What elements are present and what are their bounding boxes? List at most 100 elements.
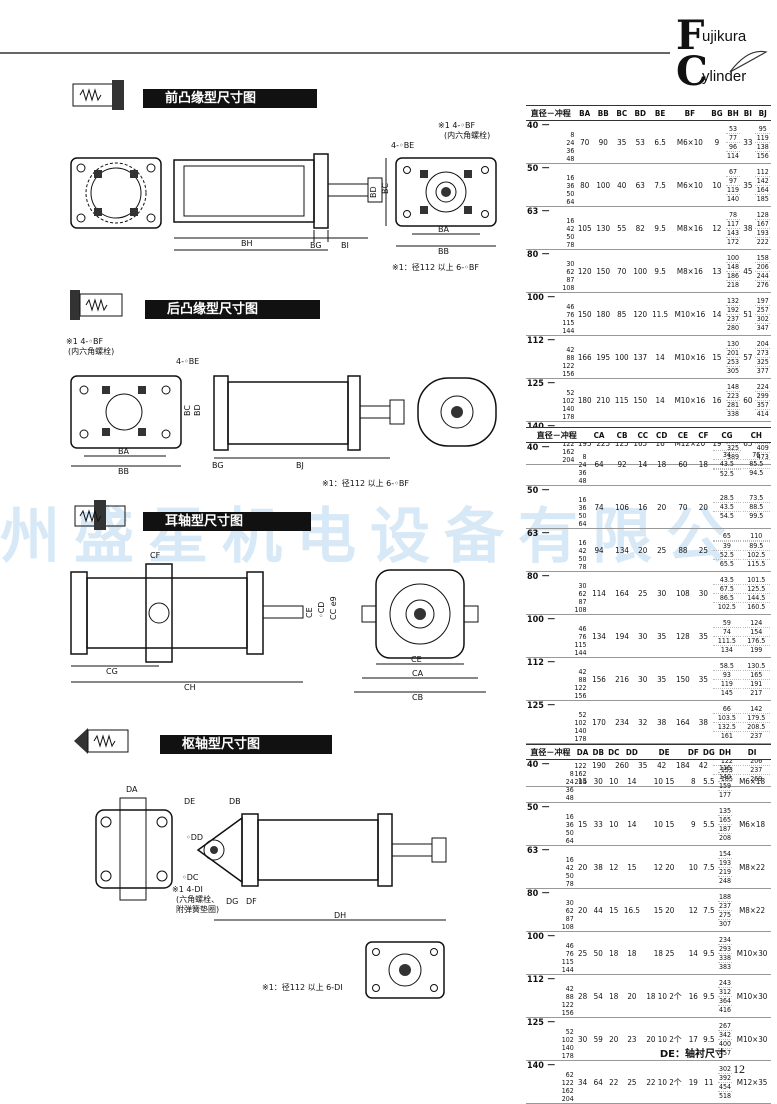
stacked-value: 187 (717, 824, 733, 834)
label-bf-note: ※1 4-◦BF (438, 121, 476, 130)
value-cell: 30 (633, 614, 652, 658)
stacked-value: 307 (719, 919, 732, 928)
value-cell: 180 (575, 378, 594, 422)
stacked-value: 177 (719, 790, 732, 799)
stacked-value: 58.5 (713, 662, 741, 671)
stacked-value: 145 (720, 688, 733, 697)
value-cell: 9 (709, 120, 725, 164)
value-cell: M8×22 (733, 888, 771, 932)
stroke-value: 36 (578, 504, 587, 512)
value-cell: 134 (587, 614, 611, 658)
value-cell: 10 15 (642, 802, 686, 846)
stacked-value: 86.5 (713, 594, 741, 603)
stacked-value: 338 (727, 409, 740, 418)
stacked-value: 197 (755, 296, 770, 306)
column-header: CA (587, 427, 611, 443)
stacked-value: 115.5 (747, 560, 766, 568)
value-cell: 164 (610, 571, 634, 615)
column-header: BF (670, 105, 710, 121)
stacked-value: 193 (717, 858, 733, 868)
stroke-value: 115 (561, 958, 574, 966)
fujikura-cylinder-logo: F ujikura C ylinder (672, 6, 772, 92)
value-cell: 70 (671, 485, 695, 529)
column-header: DA (574, 744, 591, 760)
value-cell: 70 (612, 249, 631, 293)
value-cell: 30 (590, 759, 607, 803)
stacked-value: 43.5 (713, 460, 741, 469)
stacked-value: 140 (727, 194, 740, 203)
value-cell: 130 (593, 206, 613, 250)
value-cell: 12 (685, 888, 701, 932)
stroke-value: 108 (561, 923, 574, 931)
stroke-value: 78 (566, 241, 575, 249)
stacked-value: 218 (727, 280, 740, 289)
stroke-value: 30 (566, 260, 575, 268)
dim-bb: BB (438, 247, 449, 256)
stroke-value: 50 (566, 190, 575, 198)
stacked-value: 357 (755, 400, 770, 410)
value-cell: 30 (694, 571, 713, 615)
dim-dc: ◦DC (182, 873, 199, 882)
stacked-value: 400 (717, 1039, 733, 1049)
value-cell: 33 (741, 120, 755, 164)
value-cell: 64 (587, 442, 611, 486)
column-header: DG (700, 744, 717, 760)
dim-bc: BC (381, 183, 390, 194)
stacked-value: 206 (755, 262, 770, 272)
value-cell: 10 15 (642, 759, 686, 803)
value-cell: M6×10 (670, 120, 710, 164)
stacked-value: 74 (713, 628, 741, 637)
stroke-value: 108 (574, 606, 587, 614)
stacked-value: 186 (725, 271, 741, 281)
bore-value: 80 － (527, 889, 551, 899)
stroke-value: 62 (565, 907, 574, 915)
value-cell: 60 (741, 378, 755, 422)
value-cell: 92 (610, 442, 634, 486)
value-cell: 22 10 2个 (642, 1060, 686, 1104)
front-flange-note: ※1：径112 以上 6-◦BF (392, 263, 479, 272)
value-cell: 16 (685, 974, 701, 1018)
dim-df: DF (246, 897, 257, 906)
page-number: 12 (733, 1062, 745, 1076)
stroke-value: 122 (561, 1079, 574, 1087)
stroke-value: 64 (566, 198, 575, 206)
stacked-value: 52.5 (719, 470, 734, 478)
stroke-value: 46 (566, 303, 575, 311)
value-cell: 156 (587, 657, 611, 701)
stacked-value: 125.5 (742, 585, 770, 594)
value-cell: 34 (574, 1060, 591, 1104)
stacked-value: 257 (755, 305, 770, 315)
bore-value: 100 － (527, 932, 556, 942)
stroke-value: 76 (578, 633, 587, 641)
stroke-value: 88 (578, 676, 587, 684)
stroke-value: 122 (574, 684, 587, 692)
stacked-value: 305 (727, 366, 740, 375)
stacked-value: 165 (742, 671, 770, 680)
value-cell: 15 (574, 802, 591, 846)
stacked-value: 130.5 (742, 662, 770, 671)
column-header: BI (741, 105, 755, 121)
stroke-value: 52 (566, 389, 575, 397)
stacked-value: 208 (719, 833, 732, 842)
stacked-value: 160.5 (747, 602, 766, 611)
column-header: BG (709, 105, 725, 121)
stroke-value: 140 (561, 1044, 574, 1052)
stacked-value: 111.5 (713, 637, 741, 646)
value-cell: 38 (651, 700, 672, 744)
